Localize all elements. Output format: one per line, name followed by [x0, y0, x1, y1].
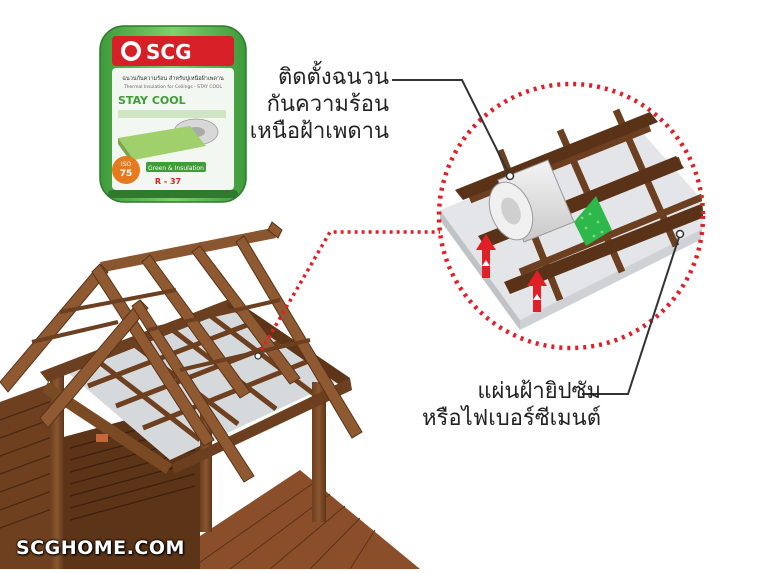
arrow-up-icon-2: [527, 270, 547, 312]
zoom-circle: [436, 81, 706, 351]
iso-badge: [112, 156, 140, 184]
svg-text:75: 75: [120, 169, 133, 179]
ceiling-leader-line: [582, 233, 681, 395]
insulation-label-line3: เหนือฝ้าเพดาน: [249, 119, 389, 144]
package-product-name: STAY COOL: [118, 94, 186, 107]
ceiling-label-line2: หรือไฟเบอร์ซีเมนต์: [422, 406, 601, 431]
insulation-label-line1: ติดตั้งฉนวน: [277, 65, 389, 90]
site-watermark: SCGHOME.COM: [16, 537, 185, 559]
callout-point: [254, 352, 262, 360]
ceiling-label-line1: แผ่นฝ้ายิปซัม: [477, 379, 601, 404]
ceiling-label: แผ่นฝ้ายิปซัม หรือไฟเบอร์ซีเมนต์: [422, 378, 601, 432]
heat-arrows: [476, 234, 547, 312]
product-package: SCG ฉนวนกันความร้อน สำหรับปูเหนือฝ้าเพดา…: [99, 25, 247, 203]
insulation-label: ติดตั้งฉนวน กันความร้อน เหนือฝ้าเพดาน: [250, 64, 389, 145]
green-label: Green & Insulation: [148, 165, 204, 172]
svg-text:ISO: ISO: [121, 161, 132, 168]
package-insulation-sheet: [118, 126, 206, 160]
package-line1: ฉนวนกันความร้อน สำหรับปูเหนือฝ้าเพดาน: [122, 75, 224, 82]
scg-logo-band: [112, 36, 234, 66]
insulation-label-line2: กันความร้อน: [266, 92, 389, 117]
arrow-up-icon: [476, 234, 496, 278]
insulation-green-sheet: [574, 196, 612, 246]
r-value: R - 37: [155, 177, 181, 186]
zoom-circle-border: [436, 81, 706, 351]
package-line2: Thermal Insulation for Ceilings - STAY C…: [123, 84, 223, 90]
insulation-leader-line: [392, 79, 511, 177]
brand-text: SCG: [146, 40, 192, 64]
house-structure: [0, 221, 420, 570]
